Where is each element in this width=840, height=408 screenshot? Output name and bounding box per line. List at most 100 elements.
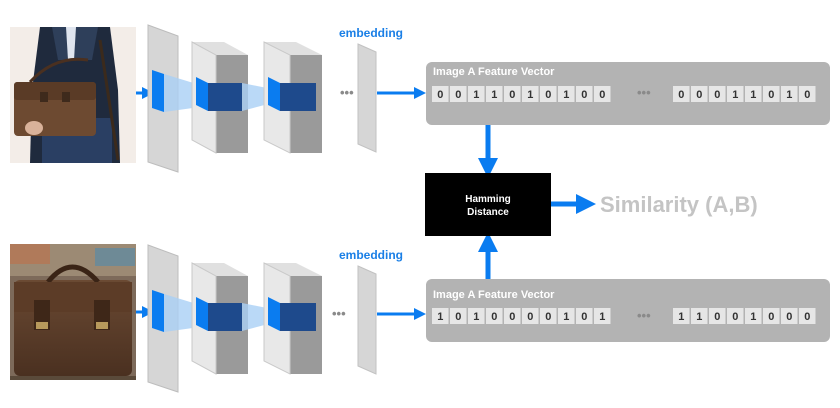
bit-cell: [540, 86, 557, 102]
input-image-b: [10, 244, 136, 380]
bit-value: 0: [804, 311, 810, 323]
bit-value: 0: [696, 89, 702, 101]
conv-layer-1-a: [147, 24, 179, 173]
bit-value: 1: [473, 89, 479, 101]
bit-cell: [673, 308, 690, 324]
bit-value: 0: [786, 311, 792, 323]
bit-value: 0: [678, 89, 684, 101]
bit-cell: [691, 308, 708, 324]
bit-cell: [450, 308, 467, 324]
similarity-label: Similarity (A,B): [600, 192, 758, 217]
conv-layer-2-b: [191, 262, 248, 375]
bit-value: 0: [714, 89, 720, 101]
bit-cell: [745, 308, 762, 324]
bit-cell: [558, 86, 575, 102]
bit-cell: [558, 308, 575, 324]
feature-vector-title-b: Image A Feature Vector: [433, 289, 555, 301]
feature-vector-title-a: Image A Feature Vector: [433, 66, 555, 78]
bit-cell: [486, 308, 503, 324]
bit-cell: [799, 308, 816, 324]
bit-cell: [450, 86, 467, 102]
bit-value: 0: [527, 311, 533, 323]
bit-value: 1: [750, 89, 756, 101]
bit-value: 0: [509, 311, 515, 323]
bit-value: 1: [750, 311, 756, 323]
bit-cell: [432, 308, 449, 324]
bit-value: 1: [563, 89, 569, 101]
bit-value: 1: [732, 89, 738, 101]
bit-cell: [594, 308, 611, 324]
bit-cell: [522, 308, 539, 324]
bit-cell: [432, 86, 449, 102]
bit-value: 1: [786, 89, 792, 101]
bit-cell: [468, 308, 485, 324]
bit-value: 0: [768, 89, 774, 101]
bit-value: 0: [509, 89, 515, 101]
bit-cell: [504, 308, 521, 324]
bit-value: 1: [599, 311, 605, 323]
bit-value: 1: [678, 311, 684, 323]
bit-cell: [709, 86, 726, 102]
bit-value: 0: [545, 89, 551, 101]
embedding-layer-a: [357, 43, 377, 153]
projection-1-b: [164, 294, 200, 332]
hamming-distance-box: Hamming Distance: [425, 173, 551, 236]
bit-cell: [691, 86, 708, 102]
bit-cell: [540, 308, 557, 324]
bit-value: 0: [491, 311, 497, 323]
bit-value: 0: [714, 311, 720, 323]
bit-value: 1: [437, 311, 443, 323]
bit-cell: [594, 86, 611, 102]
embedding-label-a: embedding: [339, 26, 403, 40]
bit-cell: [799, 86, 816, 102]
bit-value: 0: [437, 89, 443, 101]
bit-cell: [727, 308, 744, 324]
embedding-label-b: embedding: [339, 248, 403, 262]
bit-value: 1: [491, 89, 497, 101]
conv-layer-2-a: [191, 41, 248, 154]
bit-cell: [522, 86, 539, 102]
bit-value: 0: [804, 89, 810, 101]
bit-cell: [468, 86, 485, 102]
bit-cell: [576, 308, 593, 324]
bit-cell: [763, 308, 780, 324]
conv-layer-3-b: [263, 262, 322, 375]
network-ellipsis-b: •••: [332, 306, 346, 321]
bit-value: 0: [732, 311, 738, 323]
bit-cell: [745, 86, 762, 102]
bit-value: 1: [473, 311, 479, 323]
conv-layer-1-b: [147, 244, 179, 393]
bit-cell: [781, 86, 798, 102]
bit-cell: [504, 86, 521, 102]
conv-layer-3-a: [263, 41, 322, 154]
bit-value: 0: [455, 311, 461, 323]
bit-value: 0: [455, 89, 461, 101]
bit-value: 0: [545, 311, 551, 323]
network-ellipsis-a: •••: [340, 85, 354, 100]
hamming-label-line-1: Hamming: [465, 194, 511, 205]
bit-cell: [486, 86, 503, 102]
hamming-label-line-2: Distance: [467, 207, 509, 218]
bits-ellipsis-a: •••: [637, 85, 651, 100]
embedding-layer-b: [357, 265, 377, 375]
bit-value: 0: [599, 89, 605, 101]
bit-cell: [781, 308, 798, 324]
input-image-a: [10, 27, 136, 163]
bits-ellipsis-b: •••: [637, 308, 651, 323]
bit-cell: [727, 86, 744, 102]
bit-value: 0: [581, 89, 587, 101]
bit-cell: [763, 86, 780, 102]
bit-cell: [576, 86, 593, 102]
bit-cell: [709, 308, 726, 324]
bit-value: 1: [696, 311, 702, 323]
bit-value: 1: [563, 311, 569, 323]
bit-value: 0: [768, 311, 774, 323]
bit-value: 0: [581, 311, 587, 323]
bit-cell: [673, 86, 690, 102]
bit-value: 1: [527, 89, 533, 101]
